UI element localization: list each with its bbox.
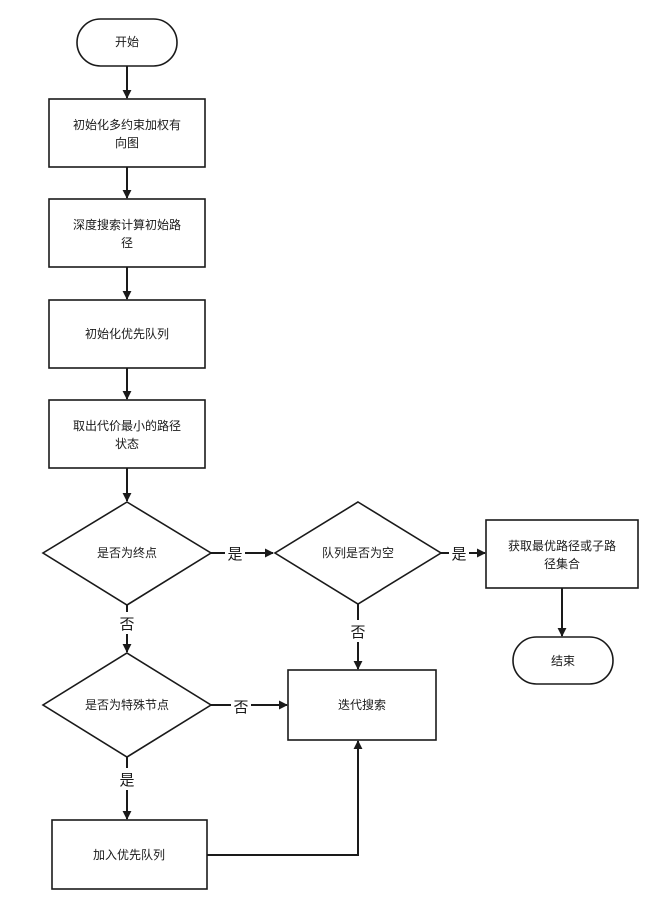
- label-queue-empty-no: 否: [350, 623, 365, 641]
- get-best-label-line2: 径集合: [544, 556, 580, 571]
- label-special-yes: 是: [119, 771, 134, 789]
- get-best-label-line1: 获取最优路径或子路: [508, 538, 616, 553]
- get-best-box: [486, 520, 638, 588]
- iterate-label: 迭代搜索: [338, 697, 386, 712]
- is-end-label: 是否为终点: [97, 545, 157, 560]
- end-label: 结束: [551, 654, 575, 668]
- pop-box: [49, 400, 205, 468]
- pop-label-line1: 取出代价最小的路径: [73, 418, 181, 433]
- label-is-end-no: 否: [119, 615, 134, 633]
- start-label: 开始: [115, 35, 139, 49]
- node-enqueue: 加入优先队列: [52, 820, 207, 889]
- node-iterate: 迭代搜索: [288, 670, 436, 740]
- edge-enqueue-to-iterate: [207, 741, 358, 855]
- enqueue-label: 加入优先队列: [93, 847, 165, 862]
- pop-label-line2: 状态: [115, 437, 139, 451]
- dfs-label-line1: 深度搜索计算初始路: [73, 217, 181, 232]
- queue-empty-label: 队列是否为空: [322, 545, 394, 560]
- node-is-special: 是否为特殊节点: [43, 653, 211, 757]
- init-graph-label-line1: 初始化多约束加权有: [73, 117, 181, 132]
- init-queue-label: 初始化优先队列: [85, 326, 169, 341]
- init-graph-box: [49, 99, 205, 167]
- node-end: 结束: [513, 637, 613, 684]
- node-pop: 取出代价最小的路径 状态: [49, 400, 205, 468]
- node-queue-empty: 队列是否为空: [275, 502, 441, 604]
- edge-labels: 是 是 否 否 否 是: [117, 543, 469, 790]
- node-init-queue: 初始化优先队列: [49, 300, 205, 368]
- dfs-box: [49, 199, 205, 267]
- node-start: 开始: [77, 19, 177, 66]
- label-special-no: 否: [233, 698, 248, 716]
- node-dfs: 深度搜索计算初始路 径: [49, 199, 205, 267]
- node-init-graph: 初始化多约束加权有 向图: [49, 99, 205, 167]
- node-get-best: 获取最优路径或子路 径集合: [486, 520, 638, 588]
- init-graph-label-line2: 向图: [115, 135, 139, 150]
- dfs-label-line2: 径: [121, 236, 133, 250]
- node-is-end: 是否为终点: [43, 502, 211, 605]
- is-special-label: 是否为特殊节点: [85, 697, 169, 712]
- label-queue-empty-yes: 是: [451, 545, 466, 563]
- label-is-end-yes: 是: [227, 545, 242, 563]
